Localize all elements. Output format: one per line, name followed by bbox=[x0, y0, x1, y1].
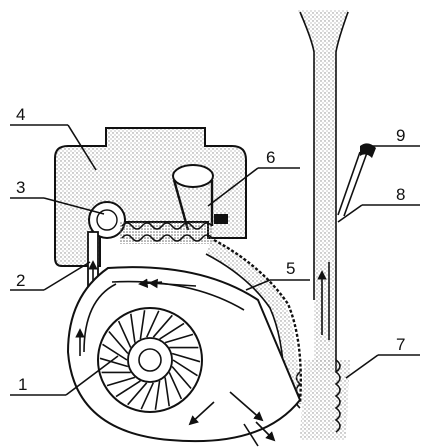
impeller-blade bbox=[99, 357, 129, 368]
impeller-blade bbox=[139, 310, 146, 340]
part-labels: 4 3 2 1 6 5 9 8 7 bbox=[16, 105, 405, 394]
impeller-blade bbox=[171, 365, 192, 390]
impeller-blade bbox=[164, 377, 170, 407]
label-3: 3 bbox=[16, 178, 25, 197]
impeller-blade bbox=[152, 314, 173, 338]
impeller-blade bbox=[154, 380, 161, 410]
flow-arrows bbox=[188, 391, 276, 447]
hopper-outlet bbox=[172, 164, 228, 231]
impeller-blade bbox=[117, 320, 132, 348]
vertical-pipe bbox=[298, 10, 350, 372]
impeller-blade bbox=[140, 382, 155, 410]
leader-lines bbox=[10, 124, 420, 396]
label-8: 8 bbox=[396, 185, 405, 204]
adjuster-handle bbox=[337, 143, 376, 217]
label-2: 2 bbox=[16, 271, 25, 290]
impeller-blade bbox=[115, 380, 141, 398]
impeller-blade bbox=[130, 313, 136, 343]
impeller-blade bbox=[164, 333, 194, 344]
label-5: 5 bbox=[286, 259, 295, 278]
seed-hopper bbox=[54, 127, 247, 267]
impeller-blade bbox=[108, 330, 129, 355]
impeller-blade bbox=[159, 322, 185, 340]
impeller-blade bbox=[127, 382, 148, 406]
impeller-blade bbox=[102, 343, 128, 361]
feed-roller bbox=[88, 201, 213, 244]
label-9: 9 bbox=[396, 126, 405, 145]
label-1: 1 bbox=[18, 375, 27, 394]
fan-impeller bbox=[97, 307, 203, 413]
impeller-blade bbox=[145, 310, 160, 338]
impeller-blade bbox=[172, 359, 198, 377]
label-7: 7 bbox=[396, 335, 405, 354]
impeller-blade bbox=[171, 352, 201, 363]
corrugated-section bbox=[295, 359, 350, 440]
label-4: 4 bbox=[16, 105, 25, 124]
impeller-blade bbox=[106, 376, 136, 387]
impeller-blade bbox=[168, 372, 183, 400]
label-6: 6 bbox=[266, 148, 275, 167]
